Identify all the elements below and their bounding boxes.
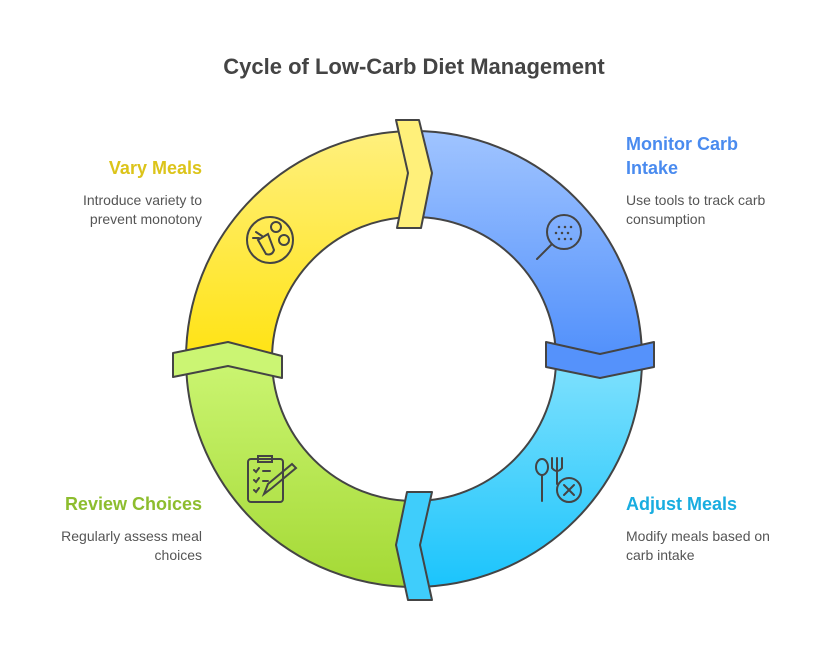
segment-review-choices bbox=[185, 358, 415, 588]
arrow-left bbox=[172, 341, 283, 379]
arrow-right bbox=[545, 341, 655, 379]
step-title-review-choices: Review Choices bbox=[64, 494, 202, 514]
step-desc-review-choices: Regularly assess meal choices bbox=[61, 528, 202, 563]
segment-vary-meals bbox=[185, 130, 415, 360]
vegetables-icon bbox=[246, 216, 294, 264]
diagram-title: Cycle of Low-Carb Diet Management bbox=[223, 54, 605, 79]
arrow-bottom bbox=[395, 491, 433, 601]
segment-monitor-carb bbox=[413, 130, 643, 360]
step-desc-monitor-carb: Use tools to track carb consumption bbox=[626, 192, 766, 227]
segment-adjust-meals bbox=[413, 358, 643, 588]
step-desc-adjust-meals: Modify meals based on carb intake bbox=[626, 528, 770, 563]
step-title-adjust-meals: Adjust Meals bbox=[626, 494, 738, 514]
utensils-cross-icon bbox=[535, 457, 582, 503]
arrow-top bbox=[395, 119, 433, 229]
magnifier-icon bbox=[536, 214, 582, 260]
step-title-monitor-carb: Monitor Carb Intake bbox=[626, 134, 738, 178]
step-title-vary-meals: Vary Meals bbox=[108, 158, 202, 178]
step-desc-vary-meals: Introduce variety to prevent monotony bbox=[82, 192, 202, 227]
clipboard-pencil-icon bbox=[247, 455, 298, 503]
